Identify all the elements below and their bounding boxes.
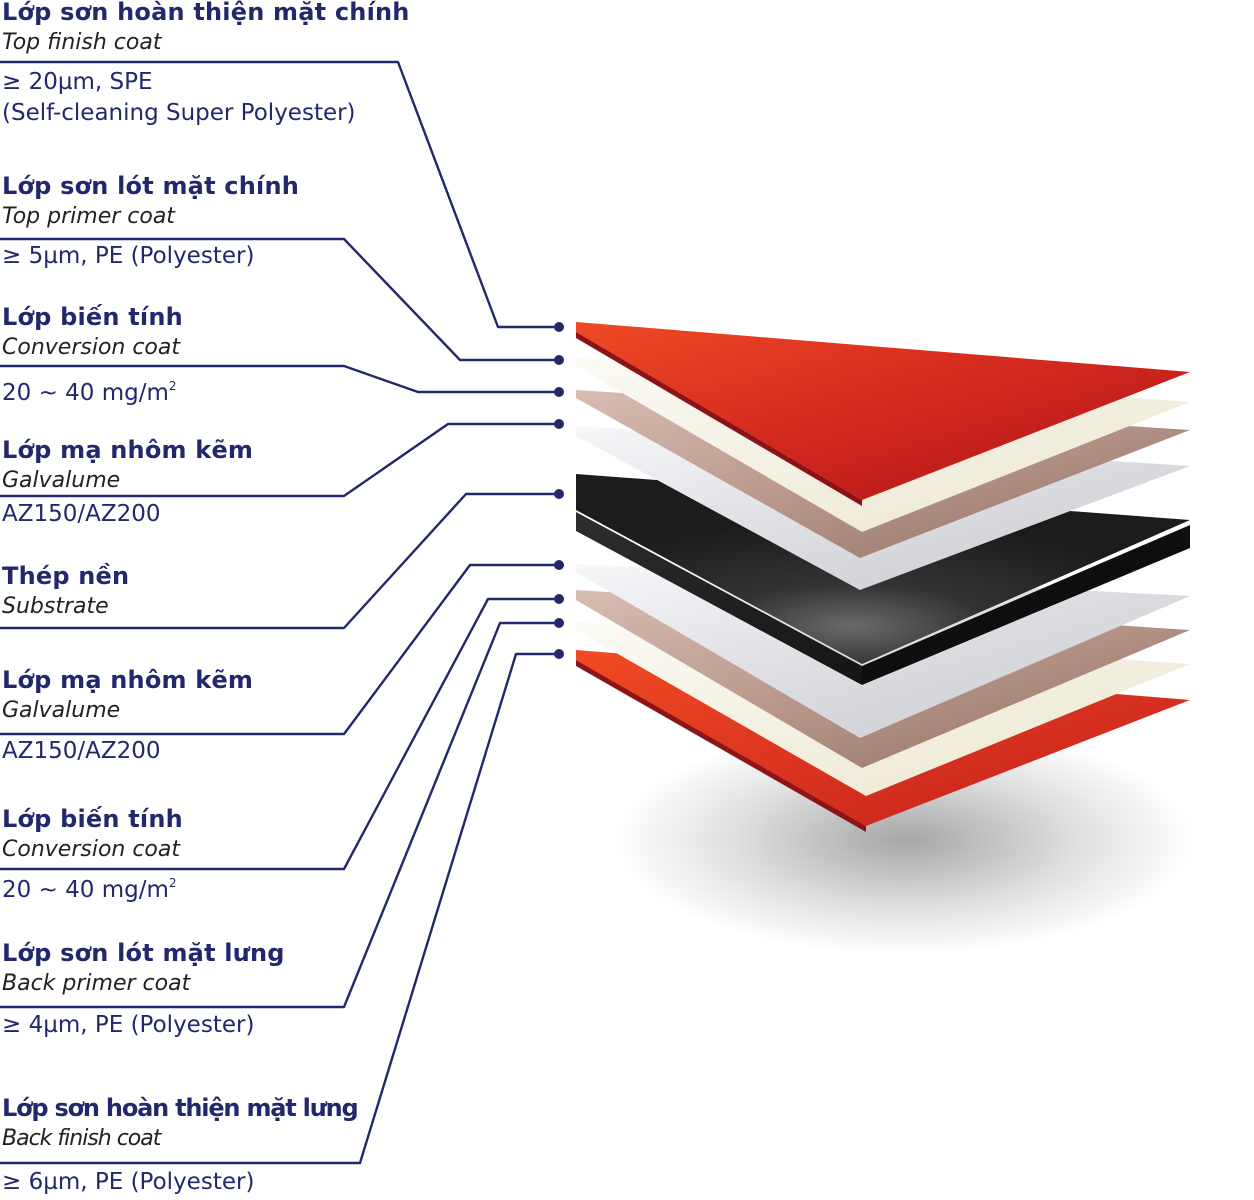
label-back-finish: Lớp sơn hoàn thiện mặt lưng Back finish …	[2, 1093, 359, 1198]
layer-name-en: Back primer coat	[2, 971, 191, 996]
leader-dot	[554, 649, 564, 659]
leader-dot	[554, 560, 564, 570]
sheet-top-finish-edge	[576, 332, 862, 506]
layer-name-vn: Lớp mạ nhôm kẽm	[2, 666, 254, 694]
label-conversion-top: Lớp biến tính Conversion coat 20 ~ 40 mg…	[2, 302, 183, 409]
layer-name-en: Galvalume	[2, 698, 121, 723]
label-conversion-back: Lớp biến tính Conversion coat 20 ~ 40 mg…	[2, 804, 183, 906]
layer-spec-detail: (Self-cleaning Super Polyester)	[2, 100, 356, 126]
leader-dot	[554, 618, 564, 628]
label-galvalume-top: Lớp mạ nhôm kẽm Galvalume AZ150/AZ200	[2, 435, 253, 530]
layer-name-en: Top primer coat	[2, 204, 175, 229]
leader-dot	[554, 594, 564, 604]
label-substrate: Thép nền Substrate	[2, 561, 129, 622]
leader-line-top-primer	[0, 237, 558, 362]
layer-spec: ≥ 4µm, PE (Polyester)	[2, 1012, 255, 1038]
layer-spec: ≥ 20µm, SPE	[2, 69, 153, 95]
layer-name-en: Back finish coat	[2, 1126, 161, 1151]
leader-line-top-finish	[0, 60, 558, 329]
layer-name-vn: Thép nền	[2, 562, 130, 590]
layer-name-en: Top finish coat	[2, 30, 162, 55]
leader-dot	[554, 489, 564, 499]
layer-name-vn: Lớp sơn lót mặt chính	[2, 172, 300, 200]
leader-line-back-primer	[0, 621, 558, 1009]
layer-name-en: Substrate	[2, 594, 109, 619]
label-top-primer: Lớp sơn lót mặt chính Top primer coat ≥ …	[2, 171, 299, 272]
sheet-top-finish	[576, 322, 1190, 500]
leader-dot	[554, 419, 564, 429]
label-top-finish: Lớp sơn hoàn thiện mặt chính Top finish …	[2, 0, 410, 129]
layer-name-vn: Lớp sơn lót mặt lưng	[2, 939, 285, 967]
layer-name-en: Galvalume	[2, 468, 121, 493]
sheet-substrate-side-right	[862, 525, 1190, 685]
layer-name-en: Conversion coat	[2, 335, 180, 360]
layer-spec: AZ150/AZ200	[2, 738, 161, 764]
leader-line-galvalume-back	[0, 563, 558, 736]
layer-spec: ≥ 6µm, PE (Polyester)	[2, 1169, 255, 1195]
layer-name-vn: Lớp sơn hoàn thiện mặt chính	[2, 0, 410, 26]
layer-name-vn: Lớp biến tính	[2, 303, 183, 331]
label-back-primer: Lớp sơn lót mặt lưng Back primer coat ≥ …	[2, 938, 285, 1041]
leader-line-substrate	[0, 492, 558, 630]
leader-line-conversion-back	[0, 597, 558, 871]
sheet-back-finish-edge	[576, 660, 866, 832]
layer-spec: 20 ~ 40 mg/m2	[2, 868, 183, 906]
leader-line-back-finish	[0, 652, 558, 1165]
layer-name-vn: Lớp sơn hoàn thiện mặt lưng	[2, 1094, 359, 1122]
layer-spec-superscript: 2	[168, 876, 177, 890]
layer-name-vn: Lớp biến tính	[2, 805, 183, 833]
leader-dot	[554, 322, 564, 332]
leader-line-galvalume-top	[0, 422, 558, 498]
layer-spec: ≥ 5µm, PE (Polyester)	[2, 243, 255, 269]
sheet-substrate-side	[576, 512, 862, 685]
layer-spec-value: 20 ~ 40 mg/m	[2, 877, 169, 903]
layer-name-en: Conversion coat	[2, 837, 180, 862]
layer-spec-value: 20 ~ 40 mg/m	[2, 380, 169, 406]
layer-spec-superscript: 2	[168, 379, 177, 393]
stack-shadow	[615, 725, 1195, 955]
leader-dot	[554, 355, 564, 365]
leader-dot	[554, 387, 564, 397]
layer-spec: AZ150/AZ200	[2, 501, 161, 527]
leader-line-conversion-top	[0, 364, 558, 394]
label-galvalume-back: Lớp mạ nhôm kẽm Galvalume AZ150/AZ200	[2, 665, 253, 767]
layer-spec: 20 ~ 40 mg/m2	[2, 371, 183, 409]
layer-name-vn: Lớp mạ nhôm kẽm	[2, 436, 254, 464]
